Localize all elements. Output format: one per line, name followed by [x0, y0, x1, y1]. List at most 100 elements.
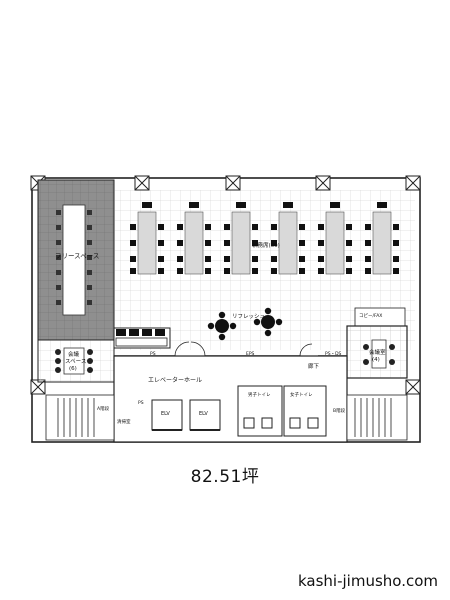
- restroom-men-label: 男子トイレ: [248, 391, 271, 398]
- open-space-label: フリースペース: [55, 252, 99, 260]
- desk-end-chair: [189, 202, 199, 208]
- desk-chair: [224, 240, 230, 246]
- desk-chair: [271, 240, 277, 246]
- desk-chair: [205, 256, 211, 262]
- open-space-chairs: [56, 210, 92, 305]
- desk-chair: [318, 256, 324, 262]
- desk-chair: [158, 240, 164, 246]
- refresh-table-2: [261, 315, 275, 329]
- elevator-1-label: ELV: [161, 411, 170, 417]
- desk-end-chair: [236, 202, 246, 208]
- meeting-left-name: 会議: [68, 350, 80, 358]
- desk-chair: [346, 240, 352, 246]
- corridor-label: 廊下: [308, 362, 320, 370]
- floor-area-label: 82.51坪: [190, 467, 260, 487]
- desk-chair: [177, 256, 183, 262]
- desk-chair: [346, 224, 352, 230]
- elevator-2-label: ELV: [199, 411, 208, 417]
- psds-label: PS・DS: [325, 351, 342, 357]
- desk-chair: [130, 268, 136, 274]
- desk-cluster: [184, 211, 204, 275]
- desk-chair: [365, 268, 371, 274]
- desk-chair: [252, 268, 258, 274]
- stairs-b: [346, 394, 408, 441]
- desk-cluster: [231, 211, 251, 275]
- desk-cluster: [325, 211, 345, 275]
- desk-chair: [158, 256, 164, 262]
- elevator-2: [189, 399, 221, 431]
- desk-chair: [252, 240, 258, 246]
- desk-end-chair: [142, 202, 152, 208]
- desk-chair: [158, 224, 164, 230]
- desk-chair: [205, 240, 211, 246]
- elevator-hall-label: エレベーターホール: [148, 376, 202, 384]
- desk-chair: [346, 268, 352, 274]
- desk-chair: [252, 256, 258, 262]
- desk-chair: [318, 224, 324, 230]
- desk-chair: [318, 240, 324, 246]
- open-space-long-table: [62, 204, 86, 316]
- desk-chair: [393, 240, 399, 246]
- desk-end-chair: [330, 202, 340, 208]
- desk-chair: [177, 268, 183, 274]
- desk-chair: [177, 240, 183, 246]
- meeting-left-sub: スペース: [65, 358, 86, 365]
- desk-chair: [205, 224, 211, 230]
- office-desk-label: 執務席(60): [252, 241, 280, 249]
- ps-label-1: PS: [150, 351, 156, 357]
- cleaning-room-label: 清掃室: [117, 418, 131, 425]
- meeting-table-right: [371, 339, 387, 369]
- desk-chair: [299, 240, 305, 246]
- desk-chair: [224, 224, 230, 230]
- meeting-left-chairs: [55, 349, 93, 373]
- elevators: [151, 399, 221, 431]
- desk-clusters: [130, 202, 399, 275]
- desk-cluster: [278, 211, 298, 275]
- refresh-table-1: [215, 319, 229, 333]
- desk-cluster: [372, 211, 392, 275]
- desk-chair: [205, 268, 211, 274]
- desk-chair: [365, 256, 371, 262]
- desk-chair: [130, 240, 136, 246]
- desk-chair: [224, 268, 230, 274]
- desk-chair: [393, 256, 399, 262]
- stairs-b-label: B階段: [333, 407, 346, 414]
- desk-chair: [271, 256, 277, 262]
- desk-chair: [271, 268, 277, 274]
- desk-chair: [393, 268, 399, 274]
- restrooms: [237, 385, 327, 437]
- desk-chair: [271, 224, 277, 230]
- desk-chair: [177, 224, 183, 230]
- ps-label-2: PS: [138, 400, 144, 406]
- copy-label: コピー/FAX: [359, 313, 382, 319]
- refresh-label: リフレッシュ: [232, 313, 265, 320]
- desk-chair: [158, 268, 164, 274]
- desk-end-chair: [377, 202, 387, 208]
- desk-chair: [318, 268, 324, 274]
- eps-label: EPS: [246, 351, 255, 357]
- desk-chair: [299, 256, 305, 262]
- refresh-area: [207, 307, 283, 341]
- desk-cluster: [137, 211, 157, 275]
- desk-chair: [365, 240, 371, 246]
- stairs-a-label: A階段: [97, 405, 110, 412]
- desk-chair: [130, 256, 136, 262]
- desk-chair: [299, 224, 305, 230]
- desk-chair: [393, 224, 399, 230]
- locker-row: [113, 327, 171, 349]
- desk-chair: [365, 224, 371, 230]
- desk-end-chair: [283, 202, 293, 208]
- stairs-a: [45, 394, 115, 441]
- desk-chair: [224, 256, 230, 262]
- meeting-right-name: 会議室: [369, 348, 386, 356]
- desk-chair: [252, 224, 258, 230]
- meeting-right-chairs: [363, 344, 395, 365]
- meeting-left-capacity: (6): [69, 366, 77, 372]
- desk-chair: [130, 224, 136, 230]
- desk-chair: [346, 256, 352, 262]
- site-name: kashi-jimusho.com: [297, 572, 438, 590]
- meeting-table-left: [63, 347, 85, 375]
- desk-chair: [299, 268, 305, 274]
- meeting-right-capacity: (4): [372, 357, 380, 363]
